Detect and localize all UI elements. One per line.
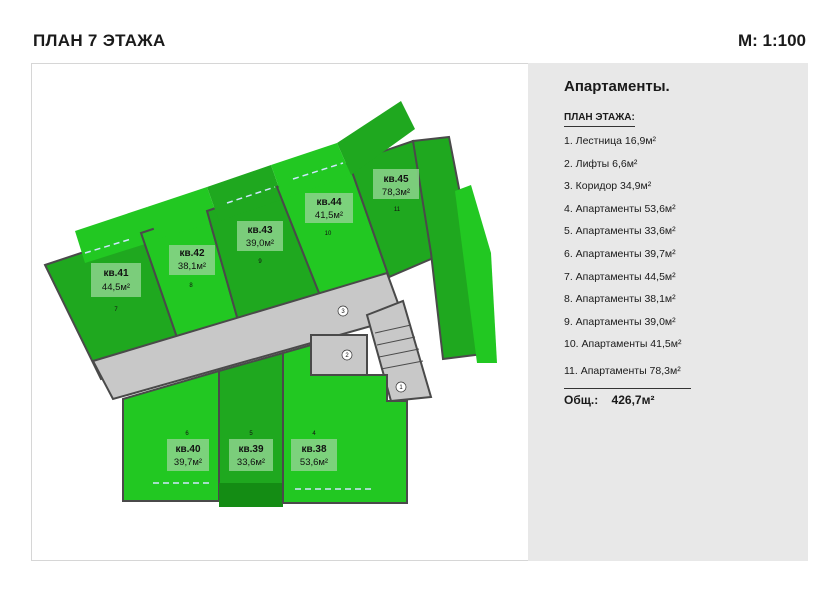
apartment-name: кв.45: [383, 174, 408, 185]
apartment-area: 38,1м²: [178, 261, 206, 272]
apartment-area: 53,6м²: [300, 457, 328, 468]
apartment-number: 4: [312, 431, 316, 437]
room-list-item: 3. Коридор 34,9м²: [564, 180, 652, 193]
legend-panel: Апартаменты. ПЛАН ЭТАЖА: 1. Лестница 16,…: [528, 63, 808, 561]
apartment-name: кв.42: [179, 248, 204, 259]
apartment-44-front-strip: [271, 143, 351, 199]
apartment-number: 6: [185, 431, 189, 437]
apartment-area: 44,5м²: [102, 282, 130, 293]
apartment-name: кв.38: [301, 444, 326, 455]
apartment-45-balcony: [455, 185, 497, 363]
window-line: [226, 186, 276, 204]
stair-tread: [378, 348, 420, 358]
window-line: [84, 238, 132, 254]
apartment-area: 39,0м²: [246, 238, 274, 249]
apartment-name: кв.43: [247, 225, 272, 236]
stairs-area[interactable]: [365, 299, 433, 403]
page-title: ПЛАН 7 ЭТАЖА: [33, 31, 166, 50]
apartment-number: 5: [249, 431, 253, 437]
apartment-number: 7: [114, 307, 118, 313]
stair-tread: [376, 336, 416, 346]
room-number-corridor: 3: [341, 309, 345, 315]
room-list-item: 2. Лифты 6,6м²: [564, 157, 638, 170]
room-list-item: 8. Апартаменты 38,1м²: [564, 293, 676, 306]
scale-label: М: 1:100: [737, 31, 806, 50]
total-value: 426,7м²: [611, 393, 655, 407]
stair-tread: [374, 324, 412, 334]
room-list: 1. Лестница 16,9м² 2. Лифты 6,6м² 3. Кор…: [564, 135, 691, 389]
apartment-number: 9: [258, 259, 262, 265]
lift-area[interactable]: [310, 334, 368, 376]
room-list-item: 9. Апартаменты 39,0м²: [564, 315, 676, 328]
north-wing: [43, 101, 497, 381]
window-line: [292, 162, 344, 180]
floor-plan-drawing: кв.41 44,5м² 7 кв.42 38,1м² 8 кв.43 39,0…: [43, 101, 497, 507]
apartment-39-balcony: [219, 483, 283, 507]
legend-subtitle: ПЛАН ЭТАЖА:: [564, 112, 635, 127]
room-list-item: 5. Апартаменты 33,6м²: [564, 225, 676, 238]
apartment-name: кв.41: [103, 268, 128, 279]
room-number-stairs: 1: [399, 385, 403, 391]
apartment-number: 8: [189, 283, 193, 289]
core: [310, 299, 433, 403]
room-list-item: 10. Апартаменты 41,5м²: [564, 338, 682, 351]
legend-title: Апартаменты.: [564, 78, 670, 95]
room-list-item: 6. Апартаменты 39,7м²: [564, 247, 676, 260]
apartment-43-front-strip: [207, 165, 283, 221]
stair-tread: [380, 360, 424, 370]
room-list-item: 1. Лестница 16,9м²: [564, 135, 657, 147]
apartment-42-front-strip: [147, 187, 219, 239]
apartment-name: кв.44: [316, 197, 341, 208]
apartment-area: 39,7м²: [174, 457, 202, 468]
apartment-45-front-strip: [337, 101, 415, 175]
room-list-item: 7. Апартаменты 44,5м²: [564, 270, 676, 283]
apartment-number: 10: [325, 231, 332, 237]
apartment-39-area[interactable]: [218, 351, 284, 502]
apartment-area: 33,6м²: [237, 457, 265, 468]
apartment-number: 11: [394, 207, 401, 213]
apartment-name: кв.39: [238, 444, 263, 455]
apartment-area: 78,3м²: [382, 187, 410, 198]
room-list-item: 4. Апартаменты 53,6м²: [564, 202, 676, 215]
room-number-lifts: 2: [345, 353, 349, 359]
total-label: Общ.:: [564, 393, 599, 407]
room-list-item: 11. Апартаменты 78,3м²: [564, 365, 691, 389]
apartment-name: кв.40: [175, 444, 200, 455]
apartment-labels: кв.41 44,5м² 7 кв.42 38,1м² 8 кв.43 39,0…: [91, 169, 419, 471]
apartment-area: 41,5м²: [315, 210, 343, 221]
total-area: Общ.: 426,7м²: [564, 393, 664, 407]
floor-plan: кв.41 44,5м² 7 кв.42 38,1м² 8 кв.43 39,0…: [31, 63, 528, 561]
